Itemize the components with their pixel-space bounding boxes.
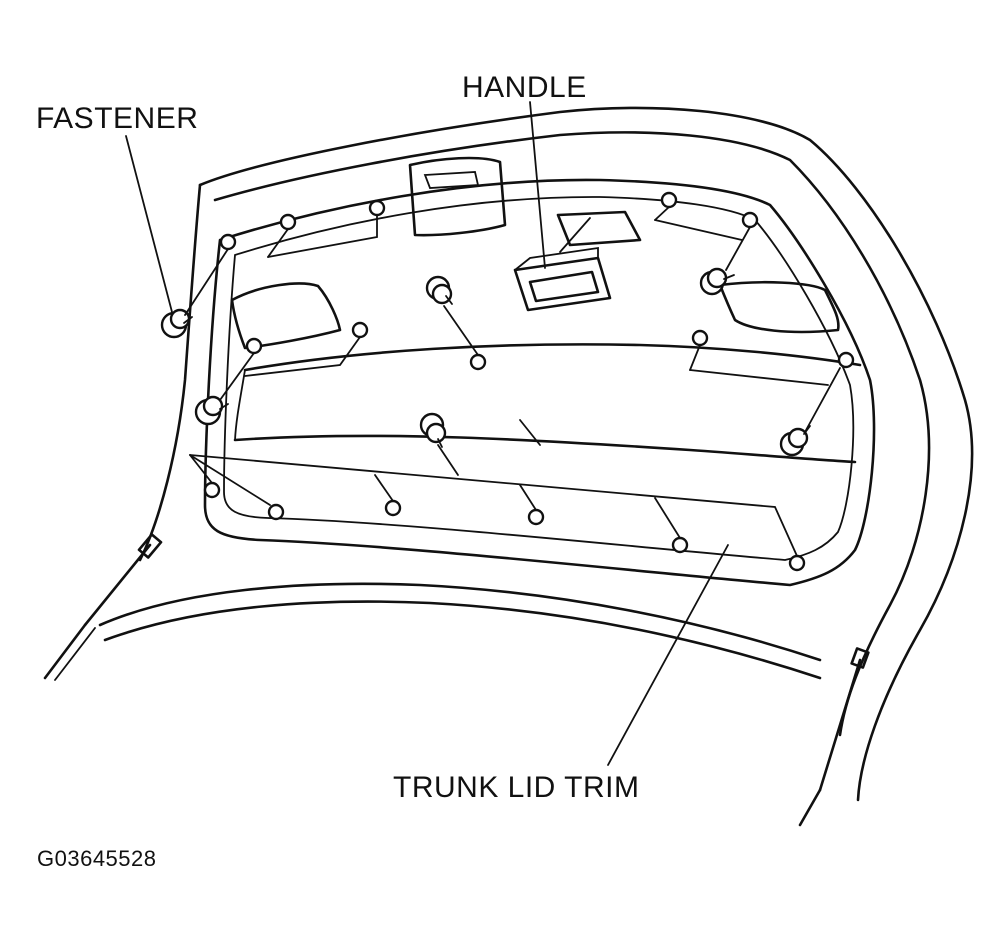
handle-label: HANDLE bbox=[462, 71, 587, 104]
trunk-lid-trim-label: TRUNK LID TRIM bbox=[393, 771, 640, 804]
hole bbox=[660, 191, 678, 209]
left-strut-cap bbox=[137, 533, 163, 559]
mounting-holes bbox=[203, 191, 855, 572]
hole bbox=[245, 337, 263, 355]
trim-panel-outline bbox=[203, 178, 876, 587]
hole bbox=[219, 233, 237, 251]
fastener-leader bbox=[125, 135, 173, 313]
fastener-clip bbox=[425, 275, 453, 305]
hole bbox=[741, 211, 759, 229]
left-strut-rod-2 bbox=[54, 627, 96, 681]
clip-leaders bbox=[184, 206, 841, 476]
trim-upper-crease bbox=[243, 343, 862, 372]
left-cutout bbox=[230, 282, 342, 350]
fastener-clip bbox=[779, 425, 811, 457]
fastener-clip bbox=[194, 395, 229, 426]
trunk-lid-bottom-curve bbox=[103, 600, 822, 680]
handle-top bbox=[514, 246, 599, 271]
hole bbox=[267, 503, 285, 521]
trunk-lid-trim-leader bbox=[607, 544, 729, 766]
fastener-clip bbox=[419, 412, 447, 448]
hole bbox=[788, 554, 806, 572]
fastener-clip bbox=[160, 308, 193, 339]
hole bbox=[837, 351, 855, 369]
figure-code: G03645528 bbox=[37, 846, 157, 871]
handle-recess bbox=[528, 270, 600, 303]
trunk-lid-left-edge bbox=[138, 183, 202, 562]
right-cutout bbox=[718, 280, 840, 334]
trunk-lid-outer-edge bbox=[198, 106, 974, 802]
center-cutout bbox=[556, 210, 642, 247]
handle-leader bbox=[529, 101, 546, 269]
right-strut-rod bbox=[798, 788, 822, 827]
right-strut bbox=[818, 658, 862, 792]
hole bbox=[671, 536, 689, 554]
hole bbox=[527, 508, 545, 526]
trim-bracket-lines bbox=[189, 454, 798, 557]
trunk-lid-lower-curve bbox=[98, 582, 822, 662]
hole bbox=[351, 321, 369, 339]
trunk-lid-inner-edge bbox=[213, 131, 931, 737]
hole bbox=[203, 481, 221, 499]
left-strut bbox=[83, 543, 152, 627]
left-strut-rod bbox=[43, 623, 87, 680]
fastener-clip bbox=[699, 267, 735, 296]
right-strut-cap bbox=[850, 647, 870, 669]
hole bbox=[384, 499, 402, 517]
latch-slot bbox=[423, 171, 480, 189]
hole bbox=[691, 329, 709, 347]
latch-cover bbox=[408, 156, 507, 237]
trim-panel-inner-outline bbox=[223, 196, 855, 561]
handle-leader-2 bbox=[559, 217, 591, 253]
hole bbox=[469, 353, 487, 371]
trim-left-vertical-crease bbox=[234, 369, 246, 441]
trim-lower-crease bbox=[233, 434, 857, 464]
hole bbox=[279, 213, 297, 231]
handle-body bbox=[513, 256, 612, 312]
fastener-label: FASTENER bbox=[36, 102, 199, 135]
fasteners bbox=[160, 267, 811, 457]
hole bbox=[368, 199, 386, 217]
